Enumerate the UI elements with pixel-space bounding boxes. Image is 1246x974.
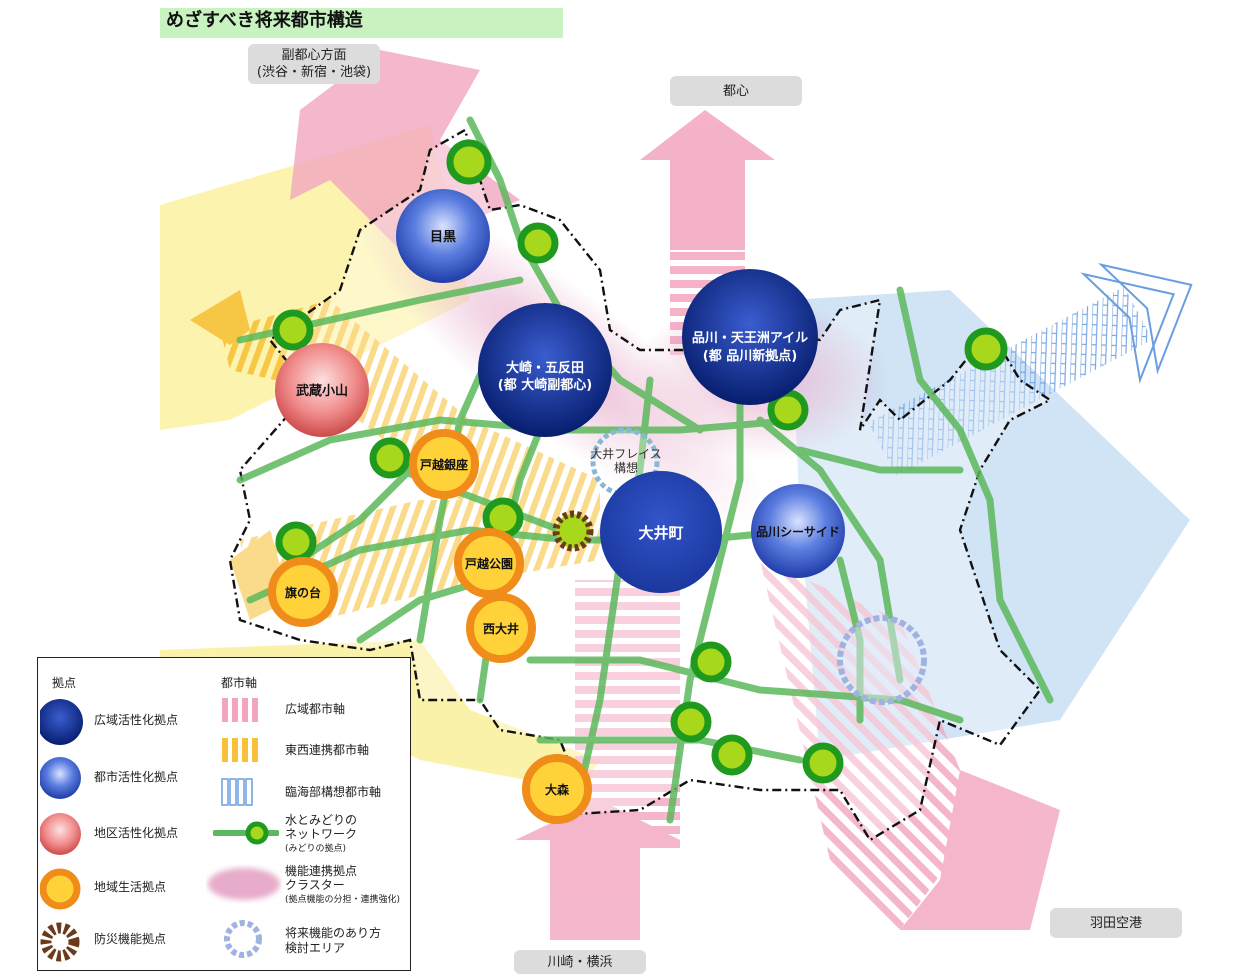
label-shinagawa-2: (都 品川新拠点) (703, 348, 797, 364)
label-oimachi: 大井町 (638, 524, 683, 542)
green-node (517, 222, 559, 264)
hub-meguro (396, 189, 490, 283)
green-node (670, 701, 712, 743)
legend-wide-area-hub: 広域活性化拠点 (94, 713, 179, 727)
label-meguro: 目黒 (430, 229, 456, 245)
green-node (275, 521, 317, 563)
direction-kawasaki: 川崎・横浜 (514, 950, 646, 974)
legend-urban-hub: 都市活性化拠点 (94, 770, 179, 784)
label-musashikoyama: 武蔵小山 (296, 383, 348, 399)
local-hubs (268, 429, 592, 824)
label-togoshiginza: 戸越銀座 (420, 457, 468, 472)
legend-water-green-1: 水とみどりの (285, 813, 358, 827)
green-node (964, 327, 1008, 371)
disaster-hub-marker (552, 510, 594, 552)
wide-axis-southeast (760, 560, 1060, 930)
legend-local-hub-symbol (40, 868, 81, 910)
hub-hatanodai-circle (268, 557, 338, 627)
legend-cluster-symbol (208, 868, 280, 900)
coastal-axis-arrow (868, 263, 1193, 476)
label-osaki-1: 大崎・五反田 (506, 360, 584, 376)
page-title: めざすべき将来都市構造 (160, 8, 563, 38)
legend-east-west-axis-symbol (222, 738, 258, 762)
legend-wide-area-hub-symbol (40, 699, 83, 745)
hub-shinagawa (682, 269, 818, 405)
legend-district-hub-symbol (40, 813, 81, 855)
hub-togoshiginza-circle (409, 429, 479, 499)
legend-cluster-2: クラスター (285, 878, 345, 892)
legend-future-1: 将来機能のあり方 (285, 926, 382, 940)
legend-water-green-symbol (213, 821, 279, 845)
hub-musashikoyama (275, 343, 369, 437)
label-oi-place-1: 大井フレイス (590, 447, 662, 461)
green-node (802, 742, 844, 784)
legend-disaster-hub: 防災機能拠点 (94, 932, 167, 946)
label-hatanodai: 旗の台 (285, 585, 321, 600)
legend-urban-hub-symbol (40, 757, 81, 799)
label-omori: 大森 (545, 782, 570, 797)
label-oi-place-2: 構想 (614, 460, 638, 475)
hub-togoshikoen-circle (454, 528, 524, 598)
legend-wide-axis-symbol (222, 698, 258, 722)
legend-coastal-axis-symbol (221, 778, 253, 806)
legend-disaster-hub-symbol (40, 922, 80, 962)
legend-wide-area-axis: 広域都市軸 (285, 702, 346, 716)
legend-district-hub: 地区活性化拠点 (94, 826, 179, 840)
direction-fukutoshin-line1: 副都心方面 (281, 48, 347, 63)
legend-future-area-symbol (224, 920, 262, 958)
direction-haneda: 羽田空港 (1050, 908, 1182, 938)
future-study-area (837, 615, 927, 705)
hub-nishioi-circle (466, 593, 536, 663)
green-nodes (272, 139, 1008, 784)
legend-coastal-axis: 臨海部構想都市軸 (285, 785, 382, 799)
hub-shinagawa-seaside (751, 484, 845, 578)
legend-water-green-2: ネットワーク (285, 827, 358, 841)
label-shinagawa-1: 品川・天王洲アイル (692, 331, 808, 346)
green-node (690, 641, 732, 683)
label-shinagawa-seaside: 品川シーサイド (756, 525, 840, 539)
direction-toshin: 都心 (670, 76, 802, 106)
green-node (446, 139, 492, 185)
hub-omori-circle (522, 754, 592, 824)
direction-fukutoshin: 副都心方面 (渋谷・新宿・池袋) (248, 44, 380, 84)
legend-east-west-axis: 東西連携都市軸 (285, 743, 370, 757)
legend-water-green-3: (みどりの拠点) (285, 844, 347, 854)
label-nishioi: 西大井 (483, 621, 519, 636)
direction-fukutoshin-line2: (渋谷・新宿・池袋) (256, 65, 372, 80)
label-osaki-2: (都 大崎副都心) (498, 377, 592, 393)
green-node (272, 309, 314, 351)
legend-cluster-3: (拠点機能の分担・連携強化) (285, 895, 401, 905)
legend-future-2: 検討エリア (285, 941, 346, 955)
hub-oimachi-shade (600, 471, 722, 593)
hub-osaki (478, 303, 612, 437)
green-node (369, 437, 411, 479)
legend-cluster-1: 機能連携拠点 (285, 864, 358, 878)
legend-local-hub: 地域生活拠点 (94, 880, 167, 894)
legend-hubs-header: 拠点 (52, 676, 77, 690)
legend-axes-header: 都市軸 (221, 676, 258, 690)
label-togoshikoen: 戸越公園 (465, 556, 513, 571)
map-legend: 拠点 都市軸 広域活性化拠点 都市活性化拠点 地区活性化拠点 地域生活拠点 防災… (37, 657, 411, 971)
wide-axis-south (515, 580, 680, 940)
green-node (711, 734, 753, 776)
